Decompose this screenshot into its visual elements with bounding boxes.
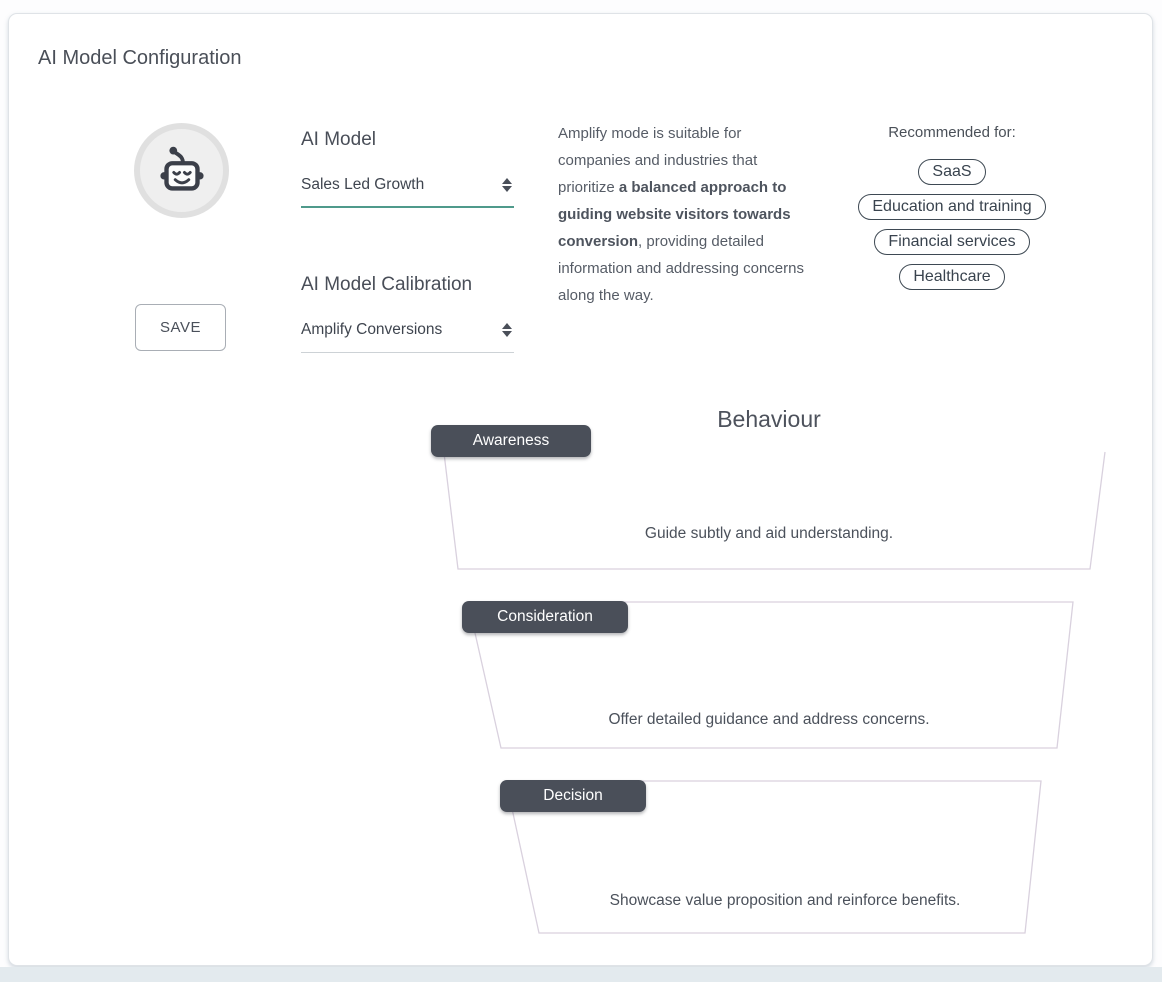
select-caret-icon [502,178,514,192]
recommended-section: Recommended for: SaaS Education and trai… [836,124,1068,299]
tag-pill-financial: Financial services [874,229,1030,255]
stage-description-consideration: Offer detailed guidance and address conc… [608,711,930,728]
tag-pill-healthcare: Healthcare [899,264,1005,290]
stage-description-awareness: Guide subtly and aid understanding. [644,525,894,542]
ai-model-label: AI Model [301,129,376,150]
stage-badge-awareness: Awareness [431,425,591,457]
page-background-band [0,967,1162,982]
page-title: AI Model Configuration [38,47,242,69]
save-button[interactable]: SAVE [135,304,226,351]
recommended-heading: Recommended for: [888,124,1016,141]
ai-model-calibration-select[interactable]: Amplify Conversions [301,319,514,341]
ai-model-select[interactable]: Sales Led Growth [301,174,514,196]
ai-model-underline [301,206,514,208]
description-text: Amplify mode is suitable for companies a… [558,125,758,196]
robot-icon [159,146,204,191]
tag-pill-saas: SaaS [918,159,986,185]
ai-model-calibration-select-value: Amplify Conversions [301,321,443,338]
description-bold-text: a balanced approach to guiding website v… [558,179,791,250]
stage-badge-consideration: Consideration [462,601,628,633]
ai-model-select-value: Sales Led Growth [301,176,425,193]
ai-model-calibration-label: AI Model Calibration [301,274,473,295]
ai-model-calibration-underline [301,352,514,353]
tag-pill-education: Education and training [858,194,1046,220]
mode-description: Amplify mode is suitable for companies a… [558,120,814,309]
behaviour-heading: Behaviour [717,406,821,432]
description-text: , providing detailed information and add… [558,233,804,304]
stage-description-decision: Showcase value proposition and reinforce… [609,892,961,909]
ai-model-configuration-card: AI Model Configuration SAVE AI Model Sal… [8,13,1153,966]
robot-avatar [134,123,229,218]
stage-badge-decision: Decision [500,780,646,812]
select-caret-icon [502,323,514,337]
